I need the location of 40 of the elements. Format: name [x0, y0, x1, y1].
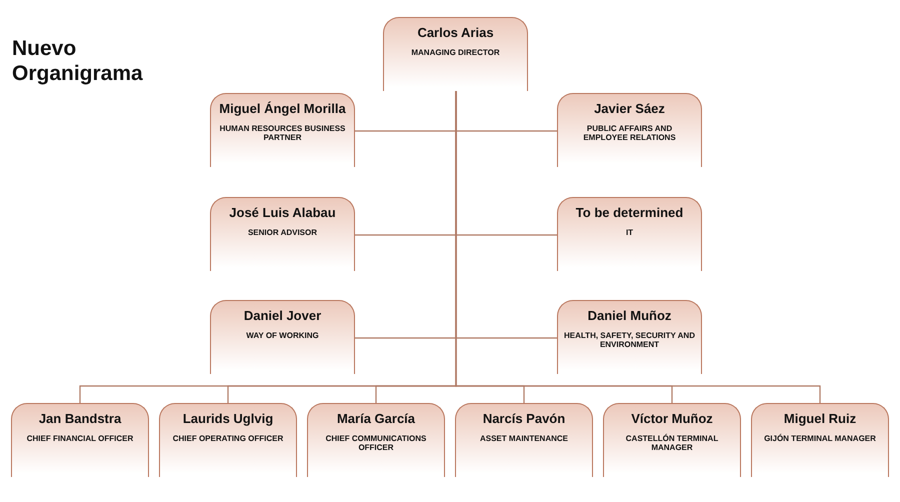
- person-card: [307, 403, 445, 477]
- person-name: Víctor Muñoz: [631, 411, 713, 427]
- person-name: Laurids Uglvig: [182, 411, 274, 427]
- person-card: [455, 403, 593, 477]
- person-name: Narcís Pavón: [482, 411, 566, 427]
- person-name: Carlos Arias: [417, 25, 494, 41]
- person-card: [557, 197, 702, 271]
- person-card: [751, 403, 889, 477]
- person-name: Javier Sáez: [594, 101, 665, 117]
- person-name: Daniel Jover: [244, 308, 322, 324]
- person-name: Jan Bandstra: [38, 411, 122, 427]
- job-title: CHIEF FINANCIAL OFFICER: [26, 434, 134, 443]
- job-title: HUMAN RESOURCES BUSINESS PARTNER: [218, 124, 346, 142]
- person-card: [557, 300, 702, 374]
- job-title: HEALTH, SAFETY, SECURITY AND ENVIRONMENT: [564, 331, 695, 349]
- person-name: María García: [336, 411, 416, 427]
- person-card: [11, 403, 149, 477]
- person-card: [557, 93, 702, 167]
- person-card: [603, 403, 741, 477]
- person-name: Miguel Ángel Morilla: [219, 101, 346, 117]
- job-title: MANAGING DIRECTOR: [411, 48, 500, 57]
- person-name: Daniel Muñoz: [588, 308, 672, 324]
- person-card: [383, 17, 528, 91]
- person-card: [210, 93, 355, 167]
- job-title: PUBLIC AFFAIRS AND EMPLOYEE RELATIONS: [582, 124, 677, 142]
- person-name: José Luis Alabau: [229, 205, 336, 221]
- job-title: CHIEF COMMUNICATIONS OFFICER: [324, 434, 428, 452]
- person-card: [210, 197, 355, 271]
- person-name: To be determined: [576, 205, 684, 221]
- job-title: ASSET MAINTENANCE: [480, 434, 568, 443]
- job-title: IT: [626, 228, 634, 237]
- job-title: CASTELLÓN TERMINAL MANAGER: [624, 434, 720, 452]
- chart-title: Nuevo Organigrama: [12, 36, 144, 86]
- job-title: GIJÓN TERMINAL MANAGER: [764, 434, 876, 443]
- person-card: [210, 300, 355, 374]
- job-title: SENIOR ADVISOR: [248, 228, 318, 237]
- job-title: CHIEF OPERATING OFFICER: [172, 434, 284, 443]
- person-name: Miguel Ruiz: [784, 411, 856, 427]
- job-title: WAY OF WORKING: [246, 331, 319, 340]
- person-card: [159, 403, 297, 477]
